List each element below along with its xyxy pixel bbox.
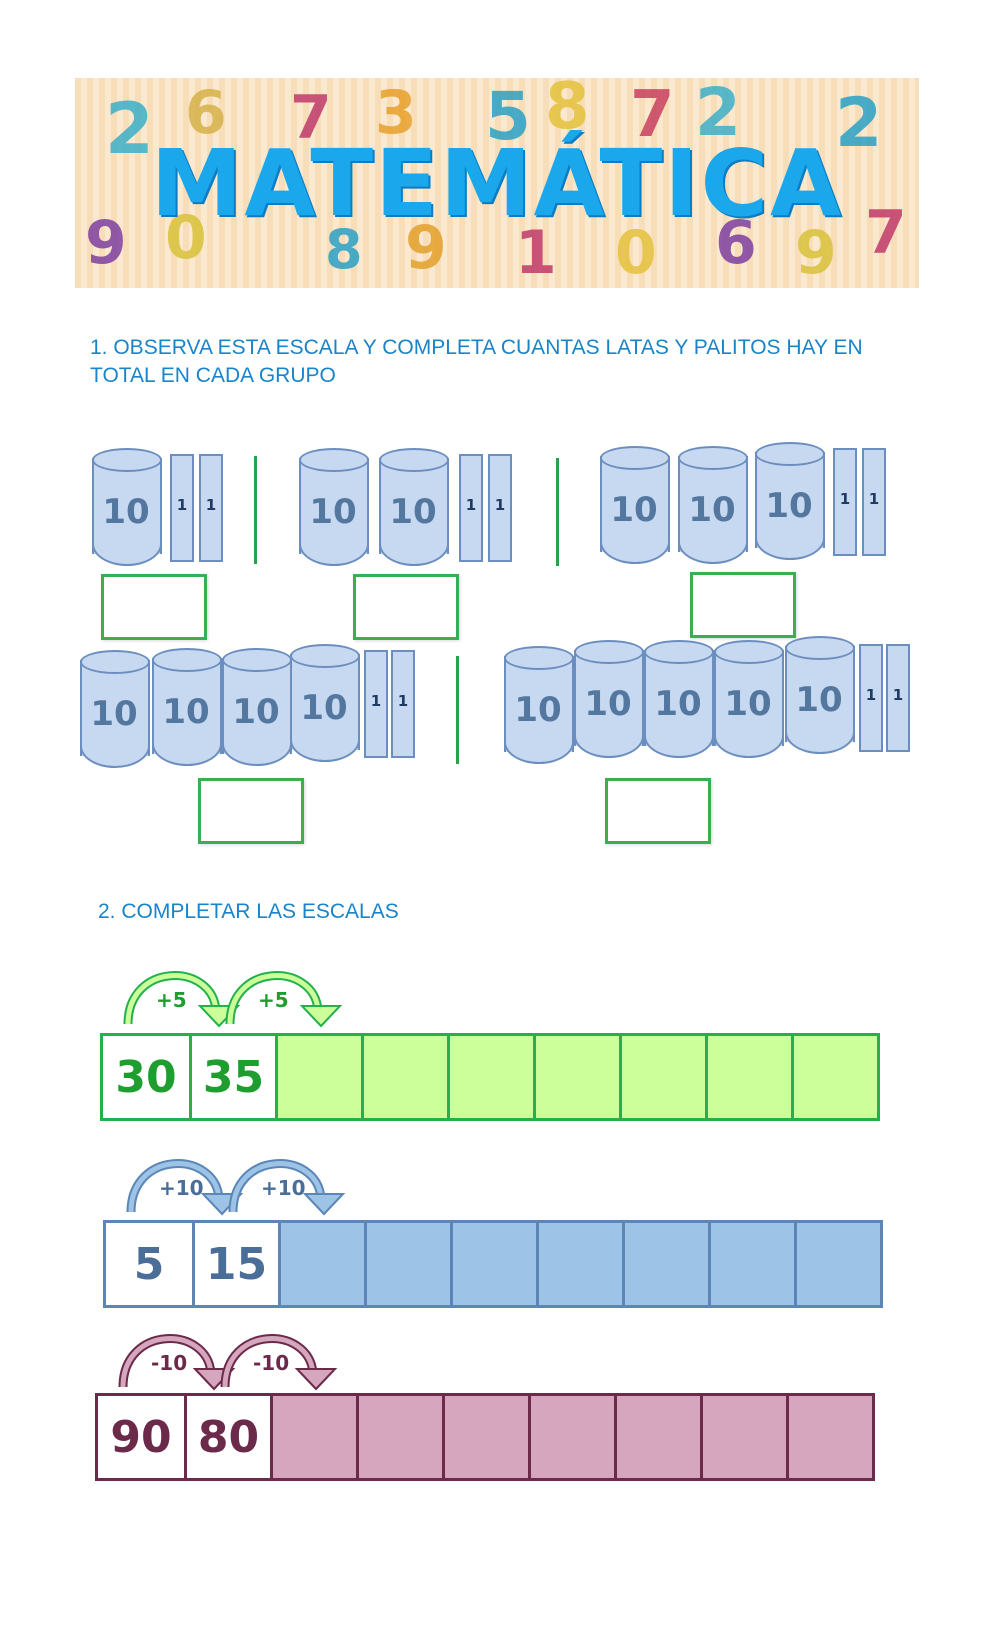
scale-answer-cell[interactable]: [708, 1223, 794, 1305]
number-decoration: 7: [630, 78, 675, 152]
can: 10: [755, 442, 825, 560]
number-decoration: 7: [290, 83, 332, 153]
can: 10: [152, 648, 222, 766]
scale-answer-cell[interactable]: [700, 1396, 786, 1478]
can: 10: [290, 644, 360, 762]
section1-instruction: 1. OBSERVA ESTA ESCALA Y COMPLETA CUANTA…: [90, 336, 863, 387]
title-banner: 2 6 7 3 5 8 7 2 2 9 0 8 9 1 0 6 9 7 MATE…: [75, 78, 919, 288]
group-separator: [556, 458, 559, 566]
step-label: +10: [159, 1176, 204, 1200]
number-decoration: 5: [485, 78, 531, 155]
scale-value-cell: 30: [103, 1036, 189, 1118]
can: 10: [785, 636, 855, 754]
number-decoration: 0: [165, 203, 207, 273]
jump-arrow-icon: [225, 971, 343, 1028]
number-decoration: 6: [715, 208, 757, 278]
number-decoration: 6: [185, 78, 227, 148]
stick: 1: [886, 644, 910, 752]
scale-answer-cell[interactable]: [705, 1036, 791, 1118]
jump-arrow-icon: [228, 1159, 346, 1216]
number-decoration: 2: [695, 78, 741, 151]
number-decoration: 9: [795, 218, 837, 288]
section2-instruction: 2. COMPLETAR LAS ESCALAS: [98, 900, 399, 923]
step-label: +10: [261, 1176, 306, 1200]
scale-answer-cell[interactable]: [270, 1396, 356, 1478]
scale-answer-cell[interactable]: [364, 1223, 450, 1305]
scale-answer-cell[interactable]: [356, 1396, 442, 1478]
scale-value-cell: 15: [192, 1223, 278, 1305]
can: 10: [92, 448, 162, 566]
can: 10: [600, 446, 670, 564]
number-decoration: 0: [615, 218, 657, 288]
can: 10: [379, 448, 449, 566]
scale-answer-cell[interactable]: [536, 1223, 622, 1305]
step-label: +5: [258, 988, 289, 1012]
answer-box[interactable]: [605, 778, 711, 844]
scale-value-cell: 35: [189, 1036, 275, 1118]
scale-answer-cell[interactable]: [614, 1396, 700, 1478]
scale-answer-cell[interactable]: [794, 1223, 880, 1305]
stick: 1: [862, 448, 886, 556]
stick: 1: [859, 644, 883, 752]
number-decoration: 2: [105, 88, 154, 170]
answer-box[interactable]: [353, 574, 459, 640]
stick: 1: [488, 454, 512, 562]
scale-answer-cell[interactable]: [442, 1396, 528, 1478]
step-label: -10: [253, 1351, 290, 1375]
stick: 1: [364, 650, 388, 758]
scale-answer-cell[interactable]: [447, 1036, 533, 1118]
scale-value-cell: 90: [98, 1396, 184, 1478]
step-label: -10: [151, 1351, 188, 1375]
group-separator: [456, 656, 459, 764]
stick: 1: [199, 454, 223, 562]
number-decoration: 9: [85, 208, 127, 278]
stick: 1: [170, 454, 194, 562]
number-decoration: 1: [515, 218, 557, 288]
jump-arrow-icon: [220, 1334, 338, 1391]
stick: 1: [459, 454, 483, 562]
number-decoration: 9: [405, 213, 447, 283]
number-decoration: 2: [835, 84, 883, 163]
can: 10: [574, 640, 644, 758]
number-decoration: 8: [325, 218, 363, 281]
can: 10: [504, 646, 574, 764]
number-decoration: 3: [375, 78, 417, 148]
step-label: +5: [156, 988, 187, 1012]
scale-answer-cell[interactable]: [361, 1036, 447, 1118]
answer-box[interactable]: [690, 572, 796, 638]
scale-answer-cell[interactable]: [786, 1396, 872, 1478]
scale-answer-cell[interactable]: [278, 1223, 364, 1305]
scale-answer-cell[interactable]: [791, 1036, 877, 1118]
can: 10: [222, 648, 292, 766]
banner-title: MATEMÁTICA: [150, 130, 844, 237]
can: 10: [644, 640, 714, 758]
stick: 1: [833, 448, 857, 556]
can: 10: [714, 640, 784, 758]
number-decoration: 8: [545, 78, 590, 144]
stick: 1: [391, 650, 415, 758]
scale-value-cell: 80: [184, 1396, 270, 1478]
scale-answer-cell[interactable]: [450, 1223, 536, 1305]
can: 10: [299, 448, 369, 566]
scale-answer-cell[interactable]: [533, 1036, 619, 1118]
answer-box[interactable]: [101, 574, 207, 640]
scale-answer-cell[interactable]: [622, 1223, 708, 1305]
answer-box[interactable]: [198, 778, 304, 844]
scale-value-cell: 5: [106, 1223, 192, 1305]
scale-answer-cell[interactable]: [275, 1036, 361, 1118]
number-decoration: 7: [865, 198, 907, 268]
group-separator: [254, 456, 257, 564]
scale-answer-cell[interactable]: [528, 1396, 614, 1478]
can: 10: [678, 446, 748, 564]
scale-answer-cell[interactable]: [619, 1036, 705, 1118]
can: 10: [80, 650, 150, 768]
